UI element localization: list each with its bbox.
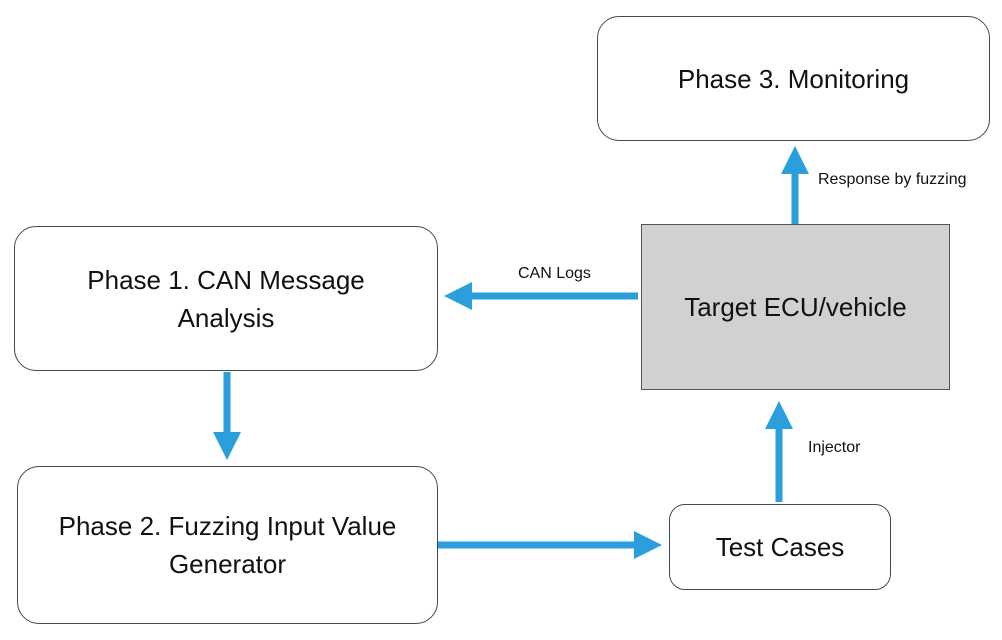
phase1-analysis-box: Phase 1. CAN Message Analysis (14, 226, 438, 371)
can-logs-label: CAN Logs (518, 265, 591, 282)
response-by-fuzzing-label: Response by fuzzing (818, 171, 967, 188)
phase3-label: Phase 3. Monitoring (677, 63, 910, 94)
test-cases-box: Test Cases (669, 504, 891, 590)
phase3-monitoring-box: Phase 3. Monitoring (597, 16, 990, 141)
injector-label: Injector (808, 439, 861, 456)
phase2-generator-box: Phase 2. Fuzzing Input Value Generator (17, 466, 438, 624)
phase2-label: Phase 2. Fuzzing Input Value Generator (58, 511, 397, 579)
test-cases-label: Test Cases (715, 532, 845, 562)
phase1-label: Phase 1. CAN Message Analysis (87, 264, 365, 333)
target-label: Target ECU/vehicle (684, 292, 907, 322)
target-ecu-box: Target ECU/vehicle (641, 224, 950, 390)
